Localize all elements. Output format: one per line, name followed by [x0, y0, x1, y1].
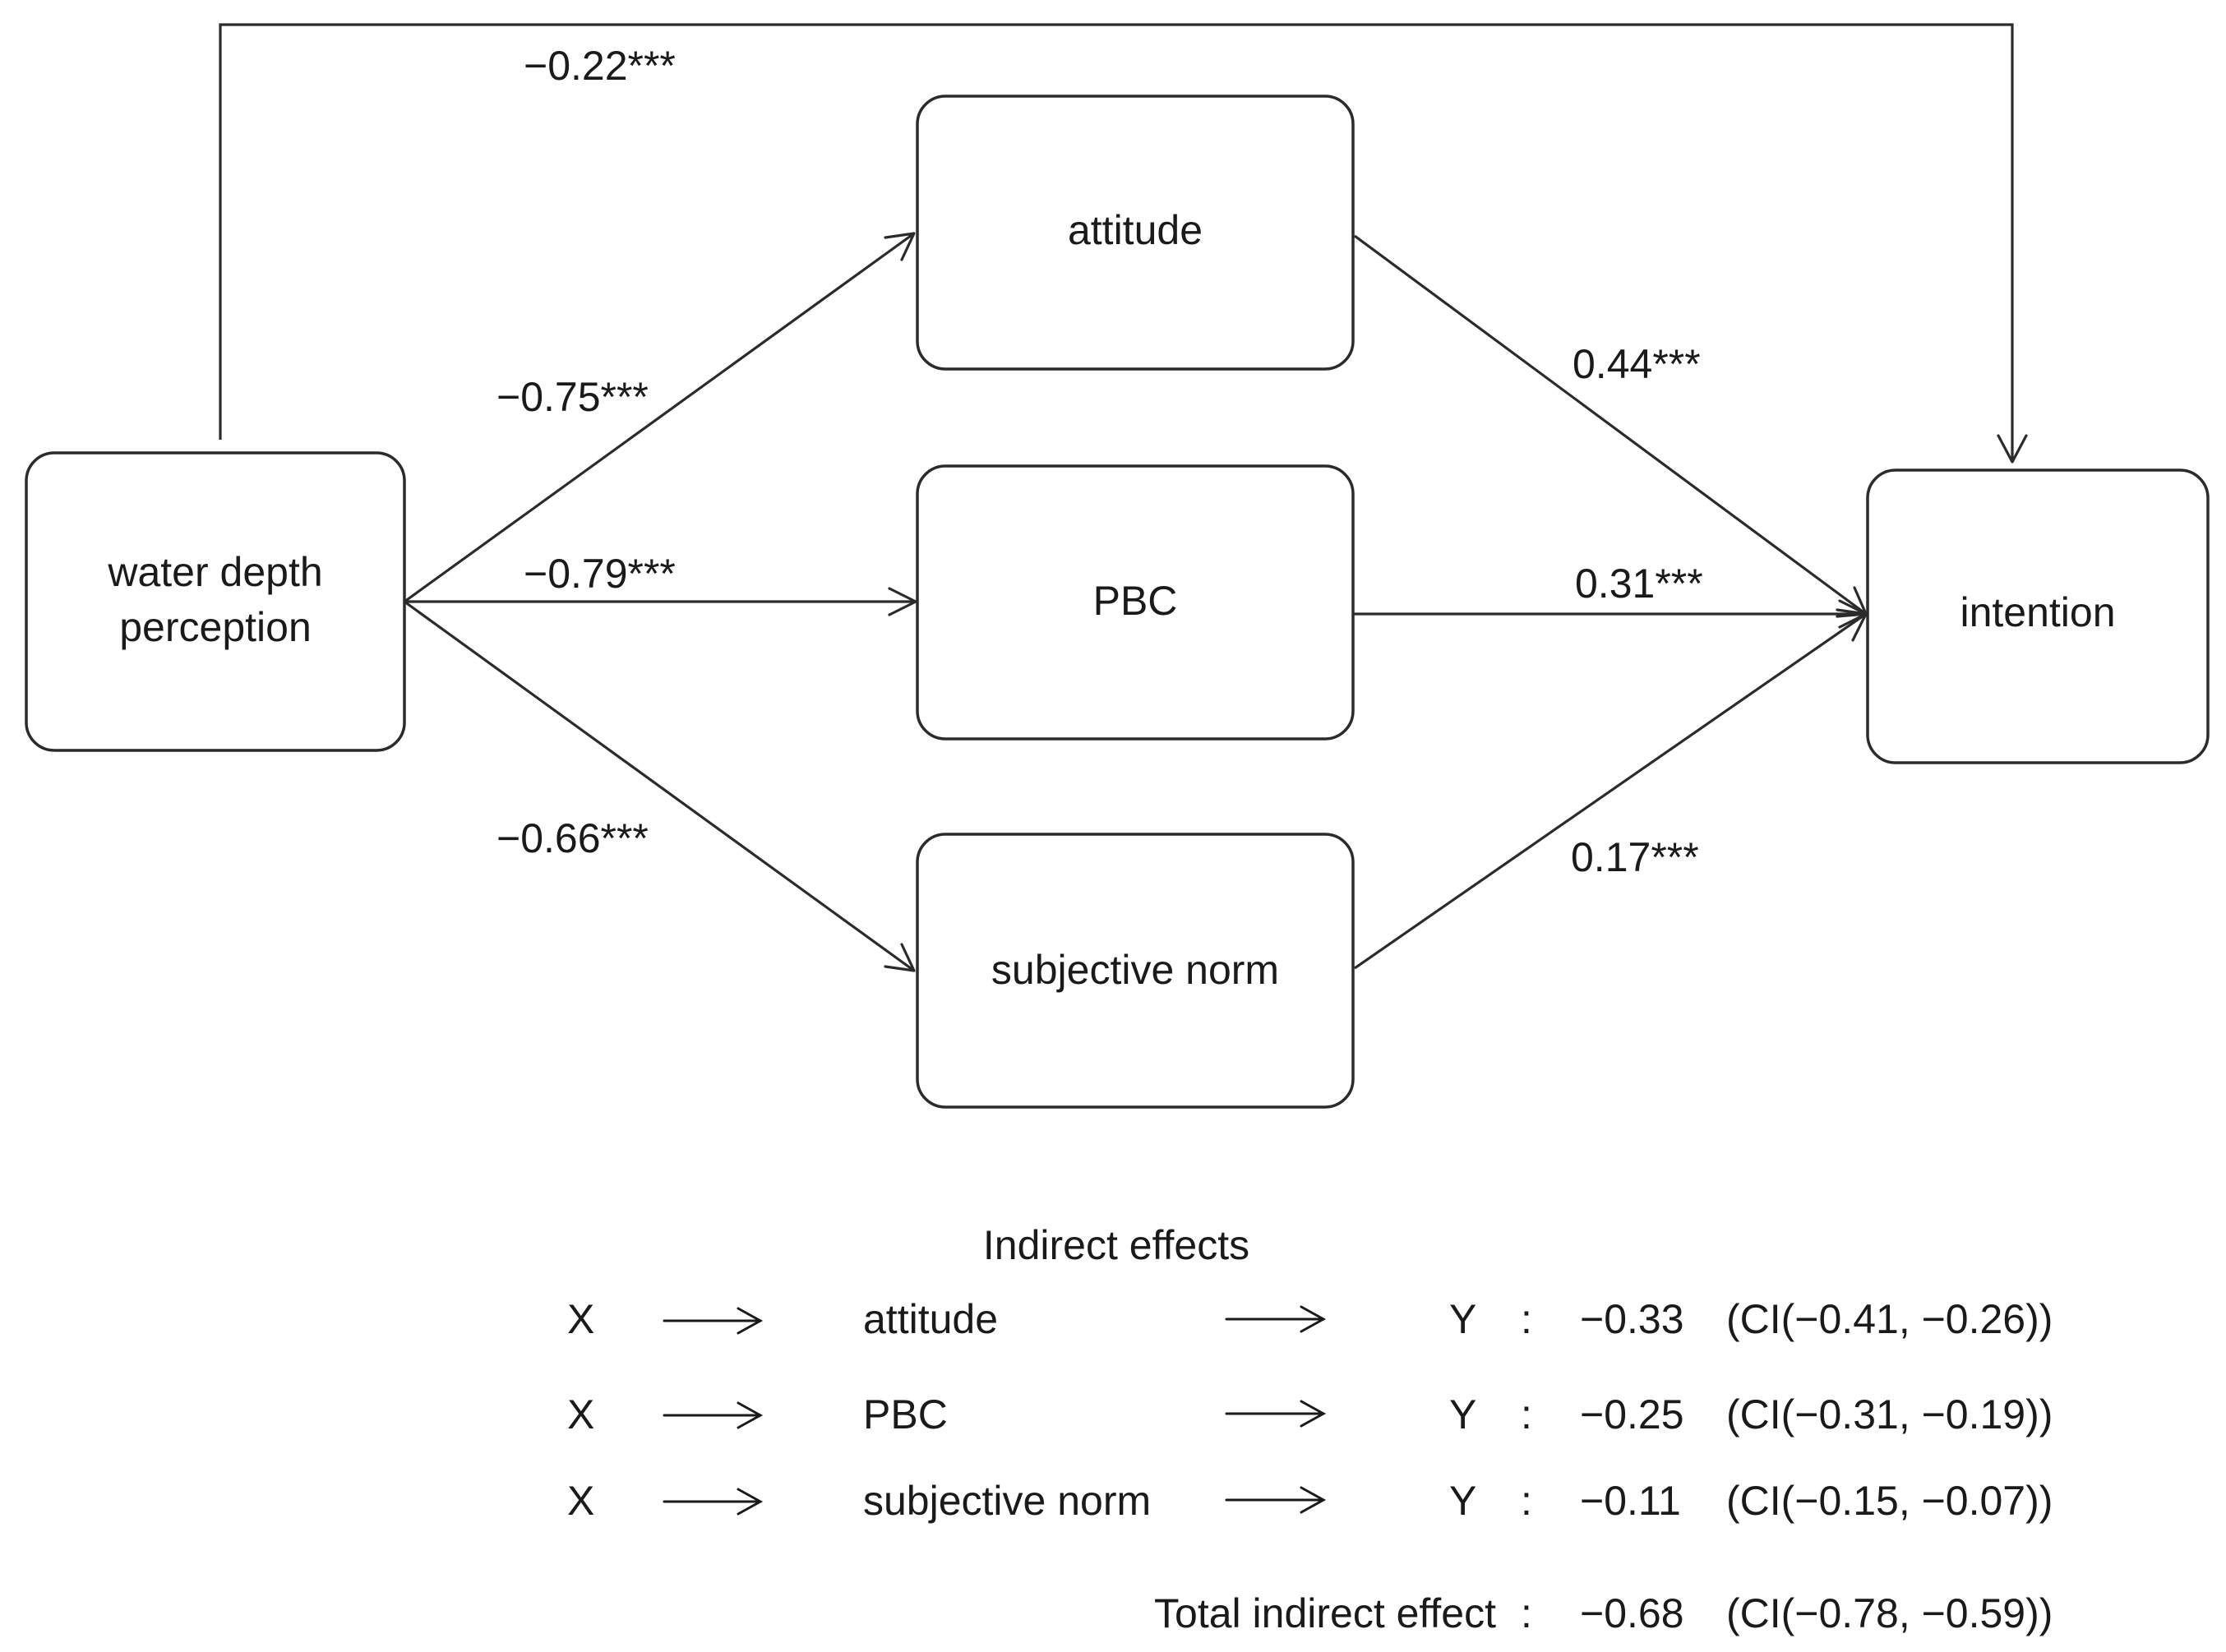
total-ci: (CI(−0.78, −0.59)): [1726, 1590, 2053, 1636]
node-box-pbc: [916, 464, 1355, 741]
total-separator: :: [1521, 1590, 1532, 1636]
x-to-pbc-arrowhead: [888, 587, 917, 616]
right-arrow-icon: [663, 1401, 764, 1429]
node-label-perception: perception: [119, 604, 312, 650]
indirect-effects-section: Indirect effects X attitude Y : −0.33 (C…: [567, 1222, 2053, 1636]
x-to-attitude-line: [404, 232, 915, 603]
coef-direct: −0.22***: [524, 43, 676, 89]
node-label-water-depth: water depth: [107, 549, 322, 595]
x-to-norm-arrowhead: [884, 943, 916, 972]
row-ci: (CI(−0.15, −0.07)): [1726, 1478, 2053, 1524]
row-x-label: X: [567, 1296, 594, 1342]
node-label-intention: intention: [1960, 589, 2115, 635]
indirect-effects-title: Indirect effects: [983, 1222, 1249, 1268]
coef-norm-y: 0.17***: [1571, 834, 1699, 880]
x-to-attitude-arrowhead: [884, 232, 916, 261]
row-ci: (CI(−0.41, −0.26)): [1726, 1296, 2053, 1342]
path-coefficients: −0.22*** −0.75*** −0.79*** −0.66*** 0.44…: [496, 43, 1703, 880]
node-box-attitude: [916, 95, 1355, 371]
indirect-effect-row: X subjective norm Y : −0.11 (CI(−0.15, −…: [567, 1478, 2053, 1524]
row-estimate: −0.25: [1580, 1391, 1684, 1437]
node-label-pbc: PBC: [1093, 578, 1178, 624]
row-estimate: −0.33: [1580, 1296, 1684, 1342]
indirect-effect-row: X PBC Y : −0.25 (CI(−0.31, −0.19)): [567, 1391, 2053, 1437]
row-separator: :: [1521, 1296, 1532, 1342]
coef-x-pbc: −0.79***: [524, 551, 676, 597]
attitude-to-intention-line: [1354, 234, 1867, 616]
total-estimate: −0.68: [1580, 1590, 1684, 1636]
path-lines: [219, 23, 2028, 972]
node-box-intention: [1866, 468, 2210, 764]
total-label: Total indirect effect: [1154, 1590, 1496, 1636]
norm-to-intention-line: [1354, 612, 1867, 970]
right-arrow-icon: [663, 1488, 764, 1516]
row-mediator: PBC: [863, 1391, 948, 1437]
x-to-norm-line: [404, 600, 915, 972]
row-estimate: −0.11: [1580, 1478, 1681, 1524]
coef-x-norm: −0.66***: [496, 815, 649, 861]
node-labels: water depth perception attitude PBC subj…: [107, 207, 2115, 993]
node-label-attitude: attitude: [1068, 207, 1203, 253]
row-y-label: Y: [1449, 1478, 1476, 1524]
row-x-label: X: [567, 1478, 594, 1524]
row-separator: :: [1521, 1478, 1532, 1524]
row-ci: (CI(−0.31, −0.19)): [1726, 1391, 2053, 1437]
right-arrow-icon: [663, 1307, 764, 1335]
row-mediator: attitude: [863, 1296, 998, 1342]
indirect-effect-row: X attitude Y : −0.33 (CI(−0.41, −0.26)): [567, 1296, 2053, 1342]
node-box-subjective-norm: [916, 833, 1355, 1109]
right-arrow-icon: [1225, 1305, 1327, 1333]
coef-x-attitude: −0.75***: [496, 374, 649, 420]
row-y-label: Y: [1449, 1296, 1476, 1342]
row-x-label: X: [567, 1391, 594, 1437]
norm-to-intention-arrowhead: [1836, 612, 1868, 642]
node-boxes: [25, 95, 2210, 1109]
direct-path-line: [219, 23, 2014, 462]
total-indirect-effect-row: Total indirect effect : −0.68 (CI(−0.78,…: [1154, 1590, 2053, 1636]
right-arrow-icon: [1225, 1400, 1327, 1428]
coef-pbc-y: 0.31***: [1575, 561, 1703, 607]
row-separator: :: [1521, 1391, 1532, 1437]
direct-path-arrowhead: [1997, 434, 2028, 464]
coef-attitude-y: 0.44***: [1573, 341, 1701, 387]
node-label-subjective-norm: subjective norm: [991, 947, 1279, 993]
row-y-label: Y: [1449, 1391, 1476, 1437]
row-mediator: subjective norm: [863, 1478, 1151, 1524]
node-box-water-depth-perception: [25, 451, 406, 752]
right-arrow-icon: [1225, 1486, 1327, 1514]
